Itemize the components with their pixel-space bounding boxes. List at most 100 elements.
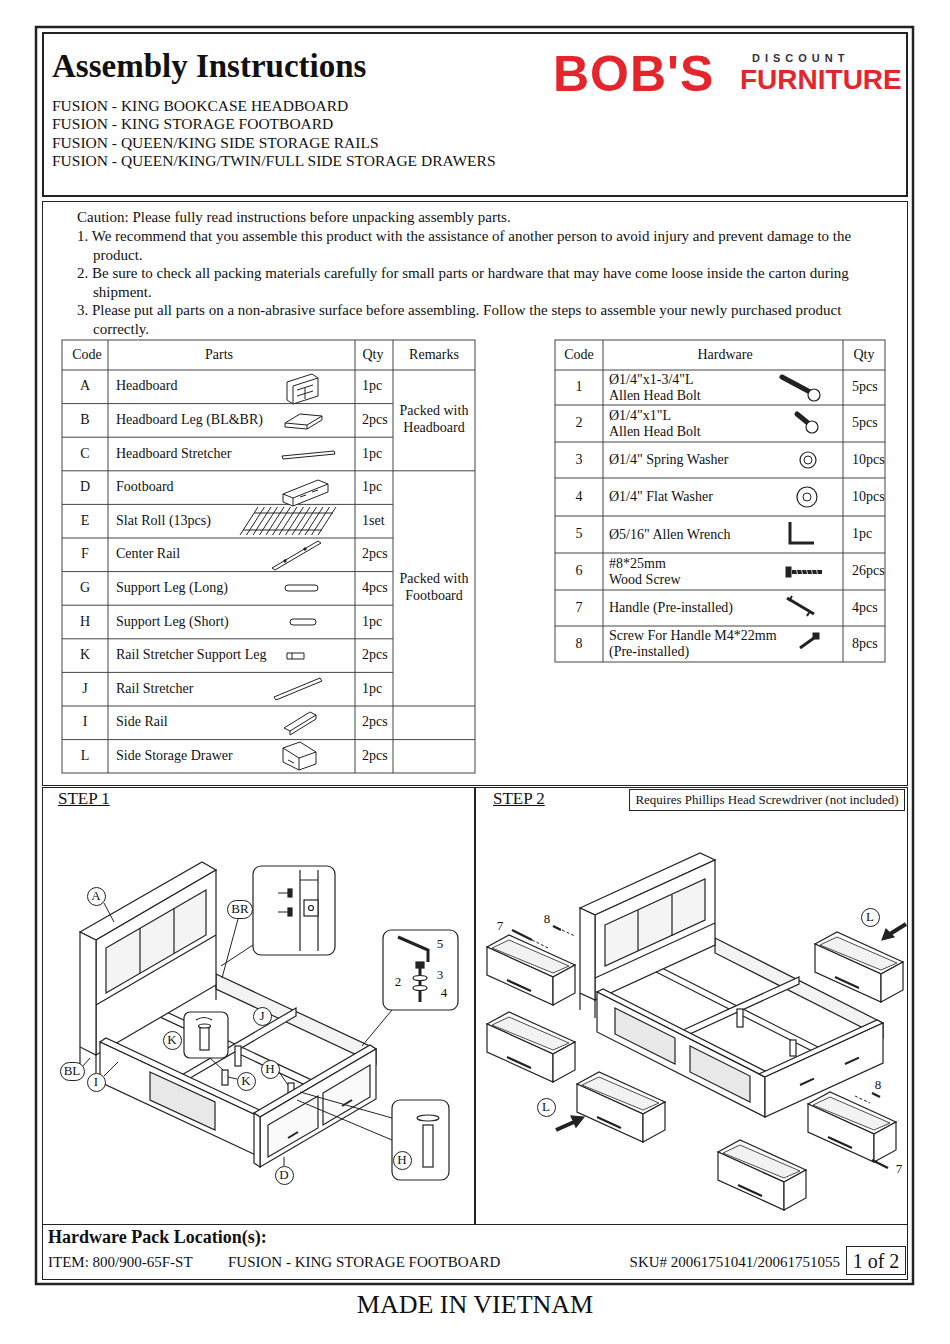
step2-drawing bbox=[605, 879, 705, 966]
hardware-name: Screw For Handle M4*22mm (Pre-installed) bbox=[609, 628, 789, 660]
part-icon bbox=[285, 585, 318, 591]
step1-drawing bbox=[323, 1065, 370, 1125]
hardware-icon bbox=[790, 522, 814, 543]
note-box: Requires Phillips Head Screwdriver (not … bbox=[629, 789, 905, 811]
part-name: Support Leg (Long) bbox=[116, 580, 228, 597]
step2-drawing bbox=[487, 935, 575, 1005]
hardware-qty: 5pcs bbox=[852, 415, 878, 432]
caution-text: Caution: Please fully read instructions … bbox=[77, 208, 877, 227]
callout-circle: K bbox=[237, 1072, 256, 1091]
step2-drawing bbox=[615, 1008, 675, 1064]
step2-drawing bbox=[577, 1072, 665, 1142]
part-icon bbox=[284, 560, 286, 562]
hardware-code: 3 bbox=[576, 452, 583, 469]
table-grid bbox=[62, 340, 475, 773]
step1-drawing bbox=[83, 903, 392, 1166]
hardware-name: Ø1/4"x1-3/4"L Allen Head Bolt bbox=[609, 372, 703, 404]
part-icon bbox=[240, 374, 336, 770]
callout-letter: K bbox=[167, 1033, 176, 1047]
callout-number: 2 bbox=[394, 974, 403, 989]
callout-circle: I bbox=[87, 1073, 106, 1092]
product-line: FUSION - QUEEN/KING SIDE STORAGE RAILS bbox=[52, 134, 379, 153]
hardware-icon bbox=[813, 633, 819, 639]
hardware-code: 2 bbox=[576, 415, 583, 432]
part-icon bbox=[283, 742, 316, 770]
callout-circle: H bbox=[393, 1151, 412, 1170]
footer-section: Hardware Pack Location(s):ITEM: 800/900-… bbox=[42, 1224, 908, 1280]
product-line: FUSION - KING BOOKCASE HEADBOARD bbox=[52, 97, 348, 116]
callout-letter: BR bbox=[231, 902, 248, 916]
part-icon bbox=[290, 619, 316, 625]
part-icon bbox=[287, 374, 318, 404]
callout-circle: J bbox=[253, 1007, 272, 1026]
part-code: D bbox=[80, 479, 90, 496]
hardware-icon bbox=[782, 377, 810, 392]
hardware-code: 8 bbox=[576, 636, 583, 653]
part-qty: 4pcs bbox=[362, 580, 388, 597]
part-icon bbox=[304, 548, 306, 550]
callout-number: 4 bbox=[440, 985, 449, 1000]
callout-number: 8 bbox=[874, 1077, 883, 1092]
logo-text: DISCOUNT bbox=[752, 52, 849, 65]
step2-drawing bbox=[532, 930, 870, 1103]
hardware-icon bbox=[789, 596, 810, 616]
step2-drawing bbox=[681, 977, 799, 1038]
step-panel: STEP 2Requires Phillips Head Screwdriver… bbox=[475, 787, 908, 1225]
part-code: I bbox=[83, 714, 88, 731]
logo-text: FURNITURE bbox=[740, 63, 902, 97]
hardware-code: 7 bbox=[576, 600, 583, 617]
step2-drawing bbox=[815, 932, 903, 1002]
step1-drawing bbox=[80, 862, 458, 1180]
step2-drawing bbox=[808, 1092, 896, 1162]
hardware-name: Ø1/4"x1"L Allen Head Bolt bbox=[609, 408, 703, 440]
table-grid bbox=[555, 340, 885, 662]
table-grid bbox=[62, 340, 475, 773]
part-qty: 2pcs bbox=[362, 546, 388, 563]
part-icon bbox=[285, 414, 322, 429]
hardware-name: Ø5/16" Allen Wrench bbox=[609, 527, 731, 543]
step2-drawing bbox=[800, 1058, 859, 1085]
step2-drawing bbox=[882, 929, 894, 940]
hardware-qty: 5pcs bbox=[852, 379, 878, 396]
callout-circle: H bbox=[261, 1060, 280, 1079]
step2-drawing bbox=[571, 1116, 584, 1127]
step1-drawing bbox=[413, 986, 427, 991]
hardware-qty: 8pcs bbox=[852, 636, 878, 653]
item-name: FUSION - KING STORAGE FOOTBOARD bbox=[228, 1253, 500, 1271]
step1-drawing bbox=[180, 1008, 296, 1084]
callout-letter: J bbox=[259, 1009, 264, 1023]
step1-drawing bbox=[278, 870, 318, 951]
hardware-qty: 1pc bbox=[852, 526, 872, 543]
hardware-name: Handle (Pre-installed) bbox=[609, 600, 733, 616]
part-icon bbox=[282, 451, 335, 459]
hardware-icon bbox=[796, 568, 818, 576]
hardware-name: Ø1/4" Spring Washer bbox=[609, 452, 728, 468]
part-code: E bbox=[81, 513, 90, 530]
callout-circle: L bbox=[861, 908, 880, 927]
step1-drawing bbox=[309, 906, 314, 911]
hardware-icon bbox=[803, 493, 811, 501]
part-code: C bbox=[80, 446, 89, 463]
instruction-item: 2. Be sure to check all packing material… bbox=[77, 264, 872, 301]
callout-letter: H bbox=[397, 1153, 406, 1167]
table-header: Parts bbox=[205, 347, 233, 364]
part-name: Side Storage Drawer bbox=[116, 748, 233, 765]
step2-drawing bbox=[487, 853, 906, 1210]
hardware-icon bbox=[806, 421, 818, 433]
hardware-icon bbox=[786, 567, 791, 577]
remarks-cell: Packed with Headboard bbox=[395, 403, 473, 437]
callout-letter: H bbox=[265, 1062, 274, 1076]
step1-drawing bbox=[254, 1113, 260, 1167]
step1-drawing bbox=[398, 937, 428, 962]
hardware-qty: 10pcs bbox=[852, 452, 885, 469]
box-text: 1 of 2 bbox=[853, 1250, 900, 1272]
step1-drawing bbox=[184, 1012, 228, 1058]
part-code: L bbox=[81, 748, 90, 765]
step1-drawing bbox=[196, 1018, 212, 1021]
step1-drawing bbox=[199, 1024, 211, 1028]
part-name: Headboard bbox=[116, 378, 177, 395]
remarks-cell: Packed with Footboard bbox=[395, 571, 473, 605]
product-line: FUSION - QUEEN/KING/TWIN/FULL SIDE STORA… bbox=[52, 152, 496, 171]
part-name: Headboard Leg (BL&BR) bbox=[116, 412, 263, 429]
part-code: H bbox=[80, 614, 90, 631]
